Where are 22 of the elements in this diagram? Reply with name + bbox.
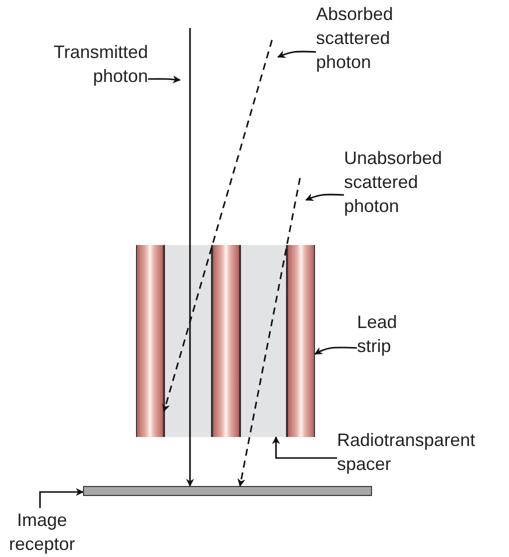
spacer-strip	[164, 245, 212, 437]
callout-label: Transmitted photon	[40, 40, 148, 96]
callout-label: Image receptor	[0, 508, 84, 557]
callout-label: Lead strip	[357, 310, 417, 360]
leader-line	[148, 75, 181, 84]
image-receptor-bar	[83, 486, 372, 496]
leader-line	[314, 346, 358, 355]
grid-frame	[136, 245, 315, 437]
leader-line	[39, 488, 84, 508]
leader-line	[277, 50, 316, 58]
photon-arrow	[186, 28, 194, 487]
lead-strip	[287, 245, 315, 437]
callout-label: Absorbed scattered photon	[316, 2, 426, 74]
spacer-strip	[240, 245, 287, 437]
lead-strip	[212, 245, 240, 437]
lead-strip	[136, 245, 164, 437]
callout-label: Unabsorbed scattered photon	[344, 146, 474, 218]
leader-line	[305, 193, 344, 201]
photon-arrow	[237, 178, 301, 487]
callout-label: Radiotransparent spacer	[337, 428, 507, 478]
photon-arrow	[162, 40, 273, 412]
leader-line	[272, 436, 337, 459]
